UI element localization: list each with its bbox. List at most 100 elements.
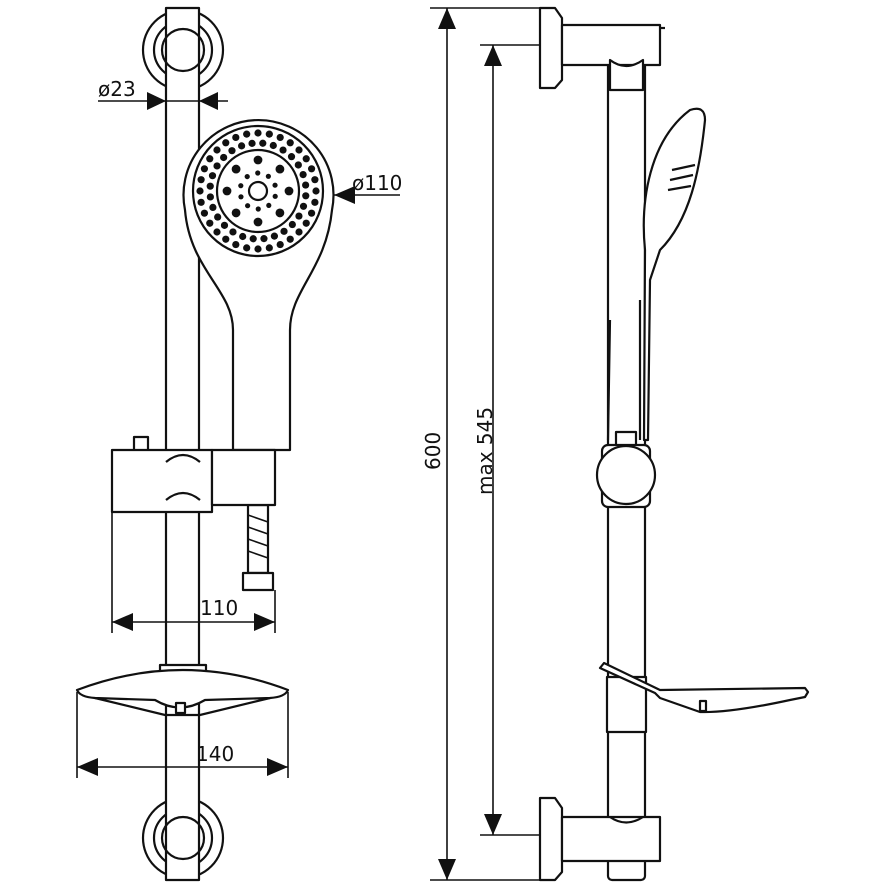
nozzle-dot: [228, 147, 236, 155]
nozzle-dot: [272, 182, 278, 188]
nozzle-dot: [295, 228, 303, 236]
nozzle-dot: [213, 228, 221, 236]
nozzle-dot: [302, 181, 310, 189]
nozzle-dot: [231, 208, 241, 218]
nozzle-dot: [255, 170, 261, 176]
nozzle-dot: [299, 170, 307, 179]
nozzle-dot: [295, 146, 303, 154]
nozzle-dot: [276, 133, 284, 142]
nozzle-dot: [248, 139, 256, 147]
nozzle-dot: [287, 153, 296, 161]
nozzle-dot: [253, 155, 263, 165]
side-hand-shower: [606, 107, 707, 442]
nozzle-dot: [275, 164, 285, 174]
dim-soap-dish-width-label: 140: [196, 742, 234, 766]
dimension-bracket-spacing: max 545: [473, 44, 545, 836]
side-view: 600 max 545: [421, 6, 810, 882]
nozzle-dot: [265, 130, 273, 138]
nozzle-dot: [232, 133, 240, 142]
nozzle-dot: [206, 219, 214, 227]
rail-end-cap-top: [160, 27, 206, 73]
side-soap-dish: [598, 661, 810, 734]
nozzle-dot: [288, 220, 296, 229]
side-slider-holder: [595, 430, 657, 509]
dimension-head-diameter: ø110: [334, 171, 402, 204]
nozzle-dot: [276, 240, 284, 249]
nozzle-dot: [302, 219, 310, 227]
nozzle-dot: [269, 141, 277, 150]
nozzle-dot: [272, 193, 278, 199]
nozzle-dot: [238, 183, 244, 189]
nozzle-dot: [307, 165, 316, 173]
nozzle-dot: [259, 139, 267, 147]
nozzle-dot: [239, 232, 247, 241]
nozzle-dot: [213, 146, 221, 154]
nozzle-dot: [206, 193, 214, 201]
nozzle-dot: [275, 208, 285, 218]
dimension-slider-width: 110: [111, 512, 276, 633]
dim-slider-width-label: 110: [200, 596, 238, 620]
nozzle-dot: [222, 186, 232, 196]
nozzle-dot: [311, 198, 319, 206]
dim-total-height-label: 600: [421, 432, 445, 470]
nozzle-dot: [222, 235, 230, 243]
nozzle-dot: [295, 212, 303, 220]
side-top-bracket: [538, 6, 665, 92]
dim-head-diameter-label: ø110: [352, 171, 402, 195]
nozzle-dot: [253, 217, 263, 227]
nozzle-dot: [286, 235, 294, 243]
nozzle-dot: [249, 235, 257, 243]
soap-dish: [75, 663, 290, 717]
nozzle-dot: [206, 155, 214, 163]
nozzle-dot: [200, 165, 209, 173]
nozzle-dot: [265, 244, 273, 252]
nozzle-dot: [245, 203, 251, 209]
nozzle-dot: [243, 244, 251, 252]
nozzle-dot: [280, 227, 288, 235]
nozzle-dot: [254, 245, 262, 253]
nozzle-dot: [244, 173, 250, 180]
nozzle-dot: [302, 155, 310, 163]
nozzle-dot: [214, 213, 222, 221]
side-bottom-bracket: [538, 796, 662, 882]
nozzle-dot: [231, 164, 241, 174]
nozzle-dot: [232, 240, 240, 249]
nozzle-dot: [284, 186, 294, 196]
nozzle-dot: [260, 235, 268, 243]
slider-holder: [110, 435, 277, 514]
spray-nozzles: [196, 129, 320, 253]
dimension-rail-diameter: ø23: [98, 77, 228, 110]
dim-bracket-spacing-label: max 545: [473, 407, 497, 495]
hose-connector: [241, 503, 275, 592]
nozzle-dot: [200, 209, 209, 217]
nozzle-dot: [254, 129, 262, 137]
nozzle-dot: [286, 139, 294, 147]
slide-rail: [164, 6, 201, 882]
nozzle-dot: [243, 130, 251, 138]
nozzle-dot: [294, 161, 302, 169]
front-view: ø23 ø110 110 140: [75, 6, 402, 882]
nozzle-dot: [220, 221, 229, 229]
nozzle-dot: [209, 203, 217, 212]
nozzle-dot: [255, 206, 261, 212]
nozzle-dot: [265, 173, 271, 179]
nozzle-dot: [270, 232, 279, 240]
rail-end-cap-bottom: [160, 815, 206, 861]
nozzle-dot: [229, 228, 237, 236]
nozzle-dot: [197, 198, 205, 206]
nozzle-dot: [279, 146, 287, 154]
nozzle-dot: [213, 162, 221, 170]
nozzle-dot: [222, 139, 230, 147]
dimension-soap-dish-width: 140: [76, 692, 289, 778]
nozzle-dot: [206, 182, 214, 190]
nozzle-dot: [312, 187, 320, 195]
nozzle-dot: [197, 176, 205, 184]
hand-shower: [182, 119, 335, 452]
nozzle-dot: [266, 202, 272, 209]
nozzle-dot: [237, 142, 246, 150]
nozzle-dot: [311, 176, 319, 184]
nozzle-dot: [220, 153, 228, 162]
nozzle-dot: [307, 209, 316, 217]
